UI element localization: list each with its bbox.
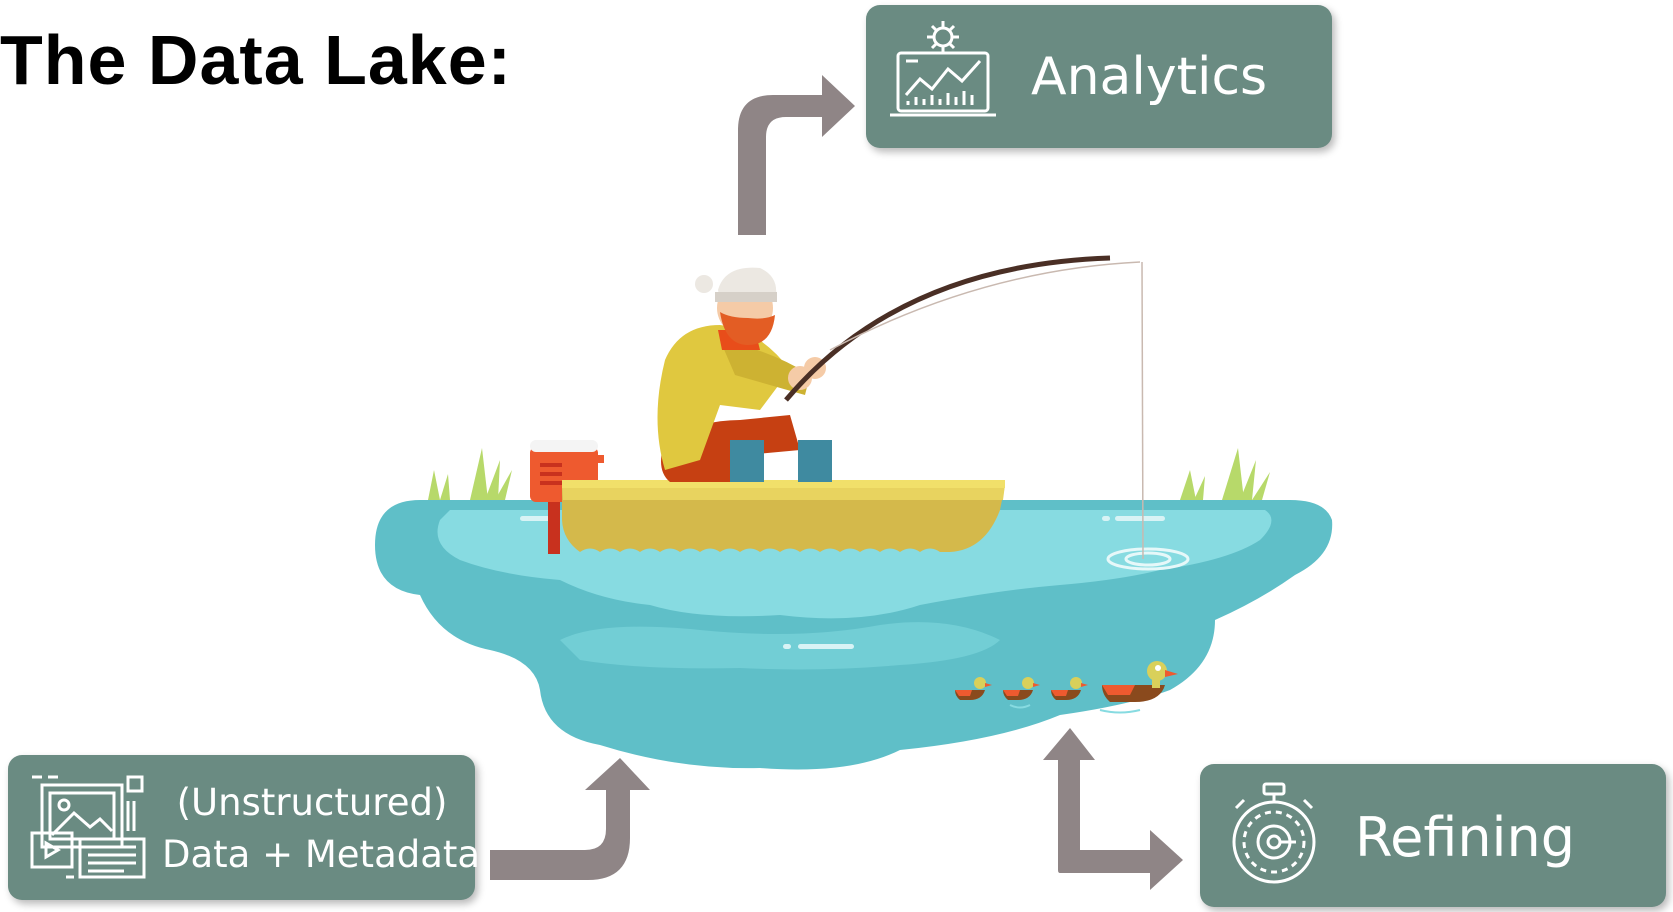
arrow-from-data xyxy=(490,758,650,880)
arrow-to-analytics xyxy=(738,75,855,235)
lake xyxy=(375,500,1333,770)
data-metadata-box: (Unstructured) Data + Metadata xyxy=(8,755,481,900)
ducks xyxy=(955,661,1178,714)
fishing-rod xyxy=(784,255,1144,560)
duckling-1 xyxy=(955,677,992,700)
page-title: The Data Lake: xyxy=(0,21,512,99)
duckling-3 xyxy=(1051,677,1088,700)
refining-box: Refining xyxy=(1200,764,1666,907)
analytics-box: Analytics xyxy=(866,5,1332,148)
analytics-label: Analytics xyxy=(1031,47,1268,107)
duck-mother xyxy=(1102,661,1178,702)
media-files-icon xyxy=(30,775,146,879)
analytics-chart-icon xyxy=(890,21,996,117)
data-label-line2: Data + Metadata xyxy=(162,833,481,876)
grass xyxy=(428,448,1270,500)
stopwatch-gear-icon xyxy=(1232,782,1316,884)
duckling-2 xyxy=(1003,677,1040,700)
fisherman xyxy=(657,267,832,482)
arrow-refining xyxy=(1043,728,1183,890)
refining-label: Refining xyxy=(1355,806,1576,869)
data-label-line1: (Unstructured) xyxy=(176,781,448,824)
boat xyxy=(562,480,1005,560)
